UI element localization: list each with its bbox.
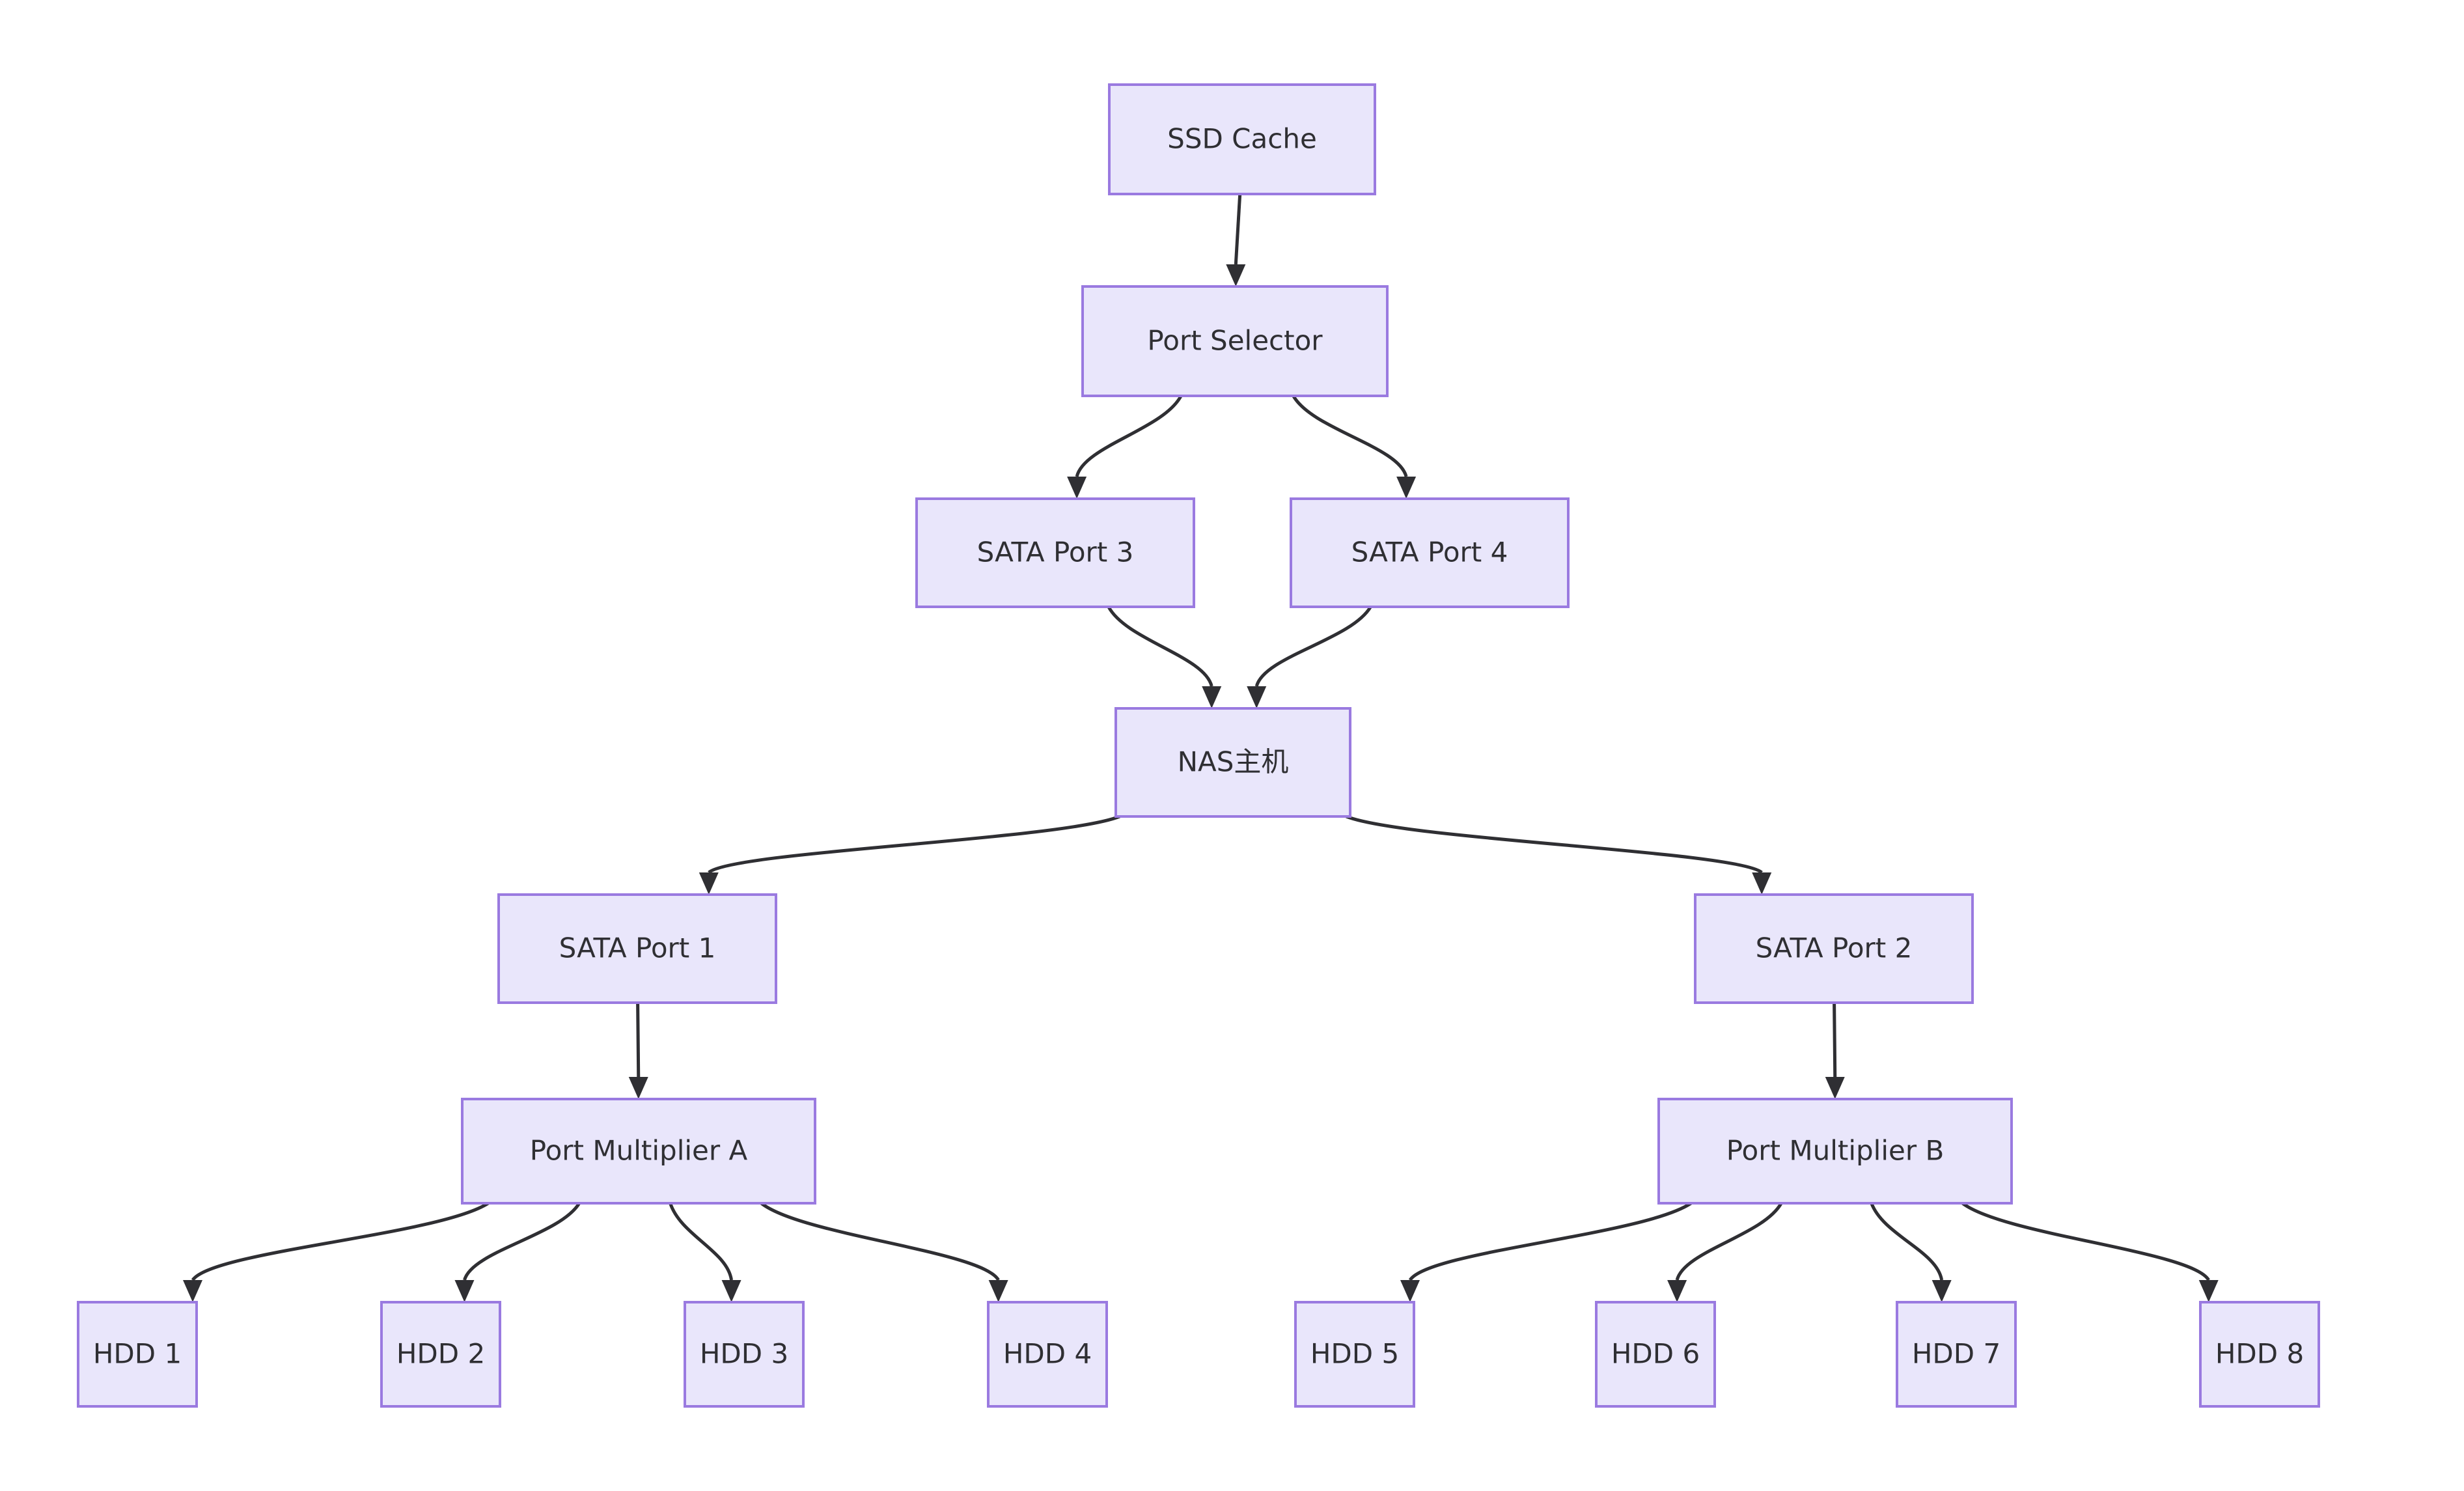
edge-pm_b-to-hdd5 xyxy=(1400,1201,1692,1302)
node-hdd2[interactable]: HDD 2 xyxy=(380,1301,501,1408)
node-label-port_sel: Port Selector xyxy=(1147,325,1323,357)
node-nas_host[interactable]: NAS主机 xyxy=(1114,707,1351,818)
node-box-hdd1[interactable] xyxy=(77,1301,198,1408)
edge-pm_b-to-hdd7 xyxy=(1870,1203,1952,1302)
node-label-hdd5: HDD 5 xyxy=(1310,1338,1399,1370)
edge-sata3-to-nas_host xyxy=(1107,606,1222,708)
node-box-pm_a[interactable] xyxy=(461,1098,816,1205)
node-box-sata2[interactable] xyxy=(1694,893,1974,1004)
node-label-hdd3: HDD 3 xyxy=(700,1338,788,1370)
node-pm_b[interactable]: Port Multiplier B xyxy=(1657,1098,2013,1205)
node-label-hdd4: HDD 4 xyxy=(1003,1338,1092,1370)
node-hdd6[interactable]: HDD 6 xyxy=(1595,1301,1716,1408)
edge-pm_a-to-hdd1 xyxy=(183,1201,490,1302)
node-hdd7[interactable]: HDD 7 xyxy=(1896,1301,2017,1408)
node-ssd_cache[interactable]: SSD Cache xyxy=(1108,83,1376,195)
edge-pm_a-to-hdd2 xyxy=(454,1202,581,1302)
edge-nas_host-to-sata2 xyxy=(1346,815,1772,895)
node-box-hdd6[interactable] xyxy=(1595,1301,1716,1408)
node-sata2[interactable]: SATA Port 2 xyxy=(1694,893,1974,1004)
edge-sata1-to-pm_a xyxy=(628,1002,648,1099)
edge-layer xyxy=(183,193,2219,1302)
node-hdd1[interactable]: HDD 1 xyxy=(77,1301,198,1408)
edge-port_sel-to-sata4 xyxy=(1292,395,1417,499)
node-label-sata3: SATA Port 3 xyxy=(977,536,1134,568)
edge-pm_a-to-hdd3 xyxy=(669,1203,741,1302)
node-box-hdd4[interactable] xyxy=(987,1301,1108,1408)
edge-port_sel-to-sata3 xyxy=(1067,395,1183,499)
node-label-pm_a: Port Multiplier A xyxy=(530,1135,748,1167)
node-box-sata3[interactable] xyxy=(915,497,1195,608)
node-label-hdd6: HDD 6 xyxy=(1611,1338,1700,1370)
node-label-sata2: SATA Port 2 xyxy=(1756,932,1913,964)
node-sata4[interactable]: SATA Port 4 xyxy=(1290,497,1570,608)
node-label-hdd2: HDD 2 xyxy=(396,1338,485,1370)
edge-sata4-to-nas_host xyxy=(1247,606,1372,708)
node-port_sel[interactable]: Port Selector xyxy=(1081,285,1389,397)
edge-pm_b-to-hdd6 xyxy=(1667,1202,1783,1302)
node-box-hdd8[interactable] xyxy=(2199,1301,2320,1408)
node-hdd5[interactable]: HDD 5 xyxy=(1294,1301,1415,1408)
node-label-nas_host: NAS主机 xyxy=(1178,746,1289,778)
node-label-hdd7: HDD 7 xyxy=(1912,1338,2000,1370)
node-hdd8[interactable]: HDD 8 xyxy=(2199,1301,2320,1408)
node-box-sata4[interactable] xyxy=(1290,497,1570,608)
node-box-hdd3[interactable] xyxy=(684,1301,805,1408)
edge-nas_host-to-sata1 xyxy=(699,815,1120,895)
node-hdd4[interactable]: HDD 4 xyxy=(987,1301,1108,1408)
node-box-ssd_cache[interactable] xyxy=(1108,83,1376,195)
node-label-ssd_cache: SSD Cache xyxy=(1167,123,1317,155)
node-box-hdd2[interactable] xyxy=(380,1301,501,1408)
edge-ssd_cache-to-port_sel xyxy=(1226,193,1246,286)
node-hdd3[interactable]: HDD 3 xyxy=(684,1301,805,1408)
node-box-sata1[interactable] xyxy=(497,893,777,1004)
node-label-hdd8: HDD 8 xyxy=(2215,1338,2304,1370)
node-pm_a[interactable]: Port Multiplier A xyxy=(461,1098,816,1205)
node-box-hdd5[interactable] xyxy=(1294,1301,1415,1408)
edge-pm_b-to-hdd8 xyxy=(1961,1202,2219,1302)
node-box-port_sel[interactable] xyxy=(1081,285,1389,397)
node-box-hdd7[interactable] xyxy=(1896,1301,2017,1408)
node-box-nas_host[interactable] xyxy=(1114,707,1351,818)
node-sata1[interactable]: SATA Port 1 xyxy=(497,893,777,1004)
edge-sata2-to-pm_b xyxy=(1825,1002,1845,1099)
node-label-sata1: SATA Port 1 xyxy=(559,932,716,964)
node-label-pm_b: Port Multiplier B xyxy=(1726,1135,1945,1167)
node-label-hdd1: HDD 1 xyxy=(93,1338,182,1370)
node-sata3[interactable]: SATA Port 3 xyxy=(915,497,1195,608)
node-label-sata4: SATA Port 4 xyxy=(1351,536,1508,568)
edge-pm_a-to-hdd4 xyxy=(760,1202,1008,1302)
node-box-pm_b[interactable] xyxy=(1657,1098,2013,1205)
